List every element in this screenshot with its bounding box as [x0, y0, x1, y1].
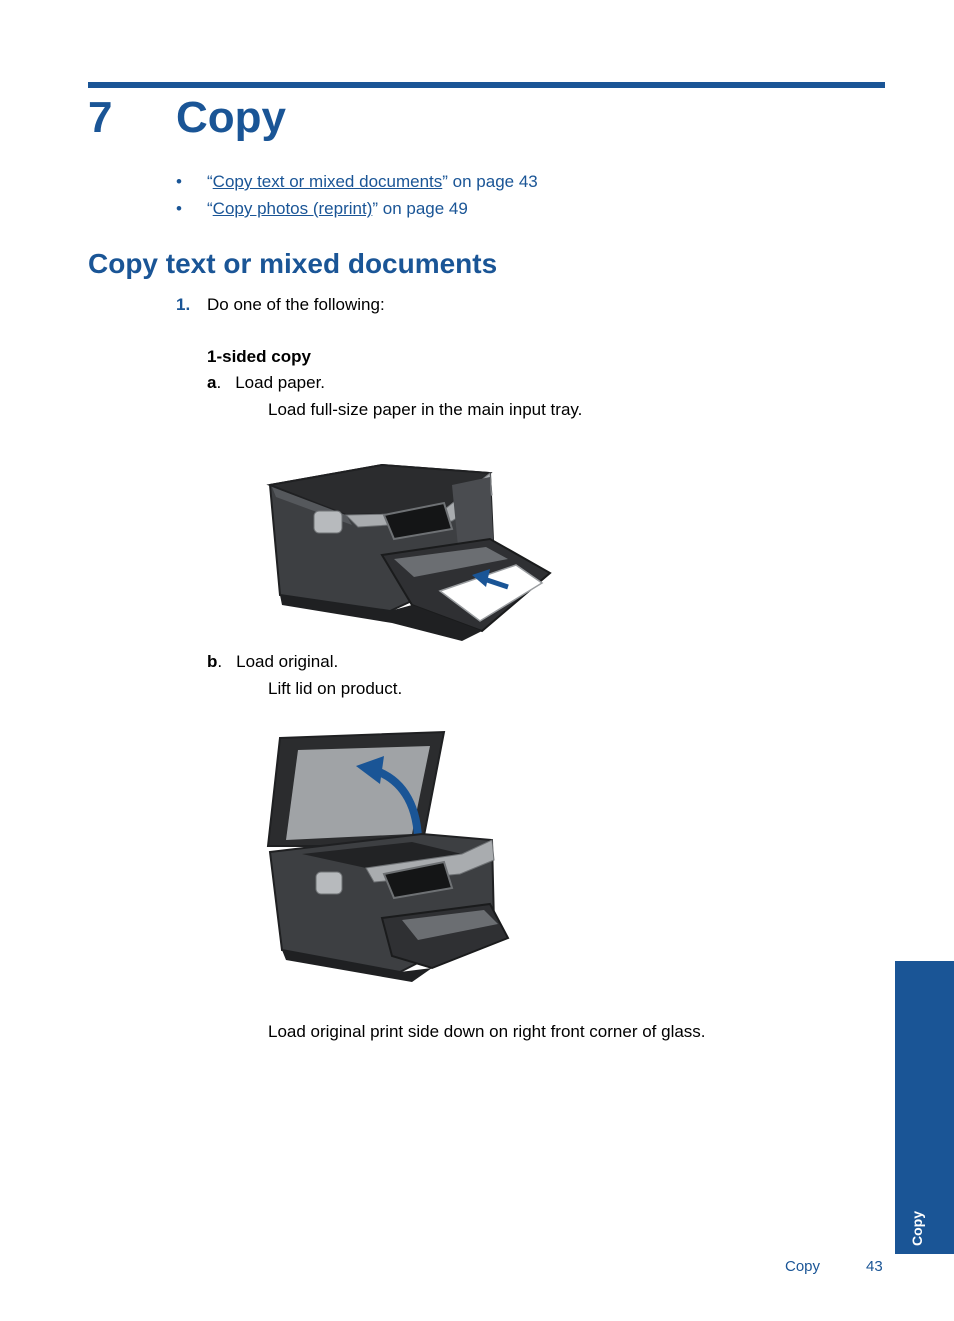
side-tab-label: Copy: [908, 1211, 925, 1246]
bullet-icon: •: [176, 199, 182, 218]
step-1: 1. Do one of the following:: [176, 295, 385, 315]
toc-link-copy-text[interactable]: Copy text or mixed documents: [212, 172, 443, 191]
toc-quote-open: “: [207, 172, 213, 191]
chapter-title: Copy: [176, 93, 286, 142]
section-heading: Copy text or mixed documents: [88, 248, 498, 279]
substep-a: a. Load paper.: [207, 373, 325, 393]
chapter-number: 7: [88, 93, 113, 142]
printer-lift-lid-illustration: [266, 730, 510, 982]
substep-letter: a: [207, 373, 217, 392]
footer-section: Copy: [785, 1258, 821, 1275]
toc-item: • “Copy photos (reprint)” on page 49: [176, 195, 538, 222]
chapter-toc: • “Copy text or mixed documents” on page…: [176, 168, 538, 222]
bullet-icon: •: [176, 172, 182, 191]
substep-letter: b: [207, 652, 218, 671]
toc-item: • “Copy text or mixed documents” on page…: [176, 168, 538, 195]
side-tab: Copy: [895, 961, 954, 1254]
substep-label: Load original.: [236, 652, 339, 671]
chapter-rule: [88, 82, 885, 88]
toc-page-ref: ” on page 49: [372, 199, 468, 218]
caption: Load original print side down on right f…: [268, 1022, 706, 1041]
printer-load-paper-illustration: [266, 463, 552, 641]
substep-dot: .: [217, 652, 223, 671]
substep-dot: .: [216, 373, 222, 392]
toc-link-copy-photos[interactable]: Copy photos (reprint): [212, 199, 373, 218]
substep-b: b. Load original.: [207, 652, 338, 672]
step-text: Do one of the following:: [207, 295, 385, 314]
toc-page-ref: ” on page 43: [442, 172, 538, 191]
toc-quote-open: “: [207, 199, 213, 218]
substep-b-detail: Lift lid on product.: [268, 679, 403, 698]
substep-label: Load paper.: [235, 373, 326, 392]
step-number: 1.: [176, 295, 191, 314]
substep-a-detail: Load full-size paper in the main input t…: [268, 400, 583, 419]
footer-page-number: 43: [866, 1258, 883, 1275]
subheading-1-sided-copy: 1-sided copy: [207, 347, 311, 366]
